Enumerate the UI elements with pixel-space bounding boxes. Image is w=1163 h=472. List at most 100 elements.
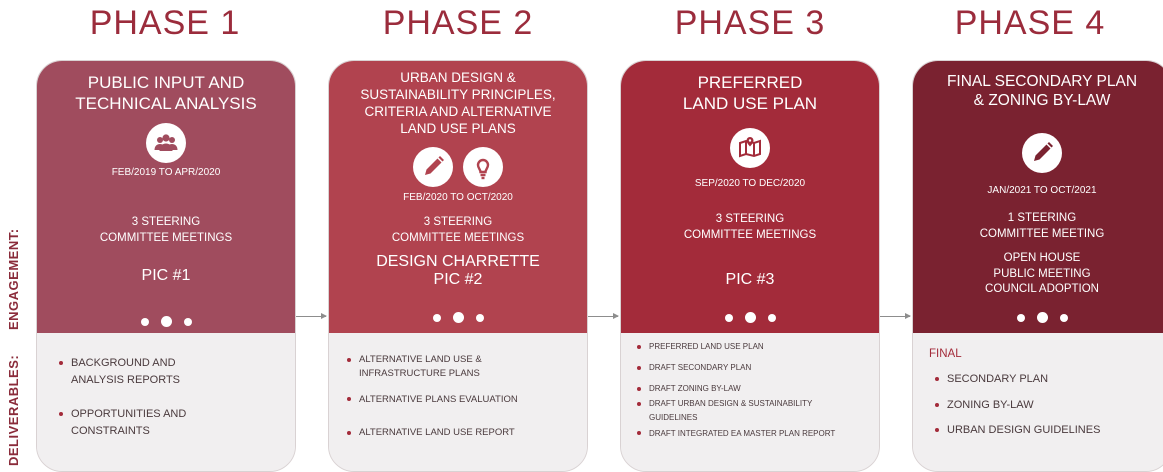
dot xyxy=(140,317,149,326)
phase-2-dots xyxy=(329,309,587,327)
meeting-line: COMMITTEE MEETINGS xyxy=(391,231,525,244)
event-line: PIC #2 xyxy=(433,271,483,289)
dot xyxy=(1059,313,1068,322)
phase-4-deliverables-heading: FINAL xyxy=(929,348,962,360)
arrow-phase-2-to-3 xyxy=(586,313,619,319)
dot xyxy=(767,313,776,322)
meeting-line: 3 STEERING xyxy=(423,216,493,228)
deliverable-item: ALTERNATIVE PLANS EVALUATION xyxy=(347,393,573,407)
phase-3-card: PREFERRED LAND USE PLAN SEP/2020 TO DEC/… xyxy=(620,60,880,472)
dot xyxy=(475,313,484,322)
phase-1-dots xyxy=(37,313,295,331)
event-line: PIC #1 xyxy=(141,267,191,284)
title-line: LAND USE PLANS xyxy=(400,120,516,136)
phase-1-meetings: 3 STEERING COMMITTEE MEETINGS xyxy=(37,215,295,246)
phase-2-meetings: 3 STEERING COMMITTEE MEETINGS xyxy=(329,215,587,246)
pencil-icon xyxy=(413,147,453,187)
title-line: & ZONING BY-LAW xyxy=(973,91,1111,109)
phase-1-engagement: PUBLIC INPUT AND TECHNICAL ANALYSIS FEB/… xyxy=(37,61,295,333)
dot xyxy=(160,316,172,328)
phase-3-deliverables-list: PREFERRED LAND USE PLAN DRAFT SECONDARY … xyxy=(637,341,869,441)
dot xyxy=(724,313,733,322)
title-line: TECHNICAL ANALYSIS xyxy=(75,93,257,113)
phase-4-dots xyxy=(913,309,1163,327)
meeting-line: COMMITTEE MEETING xyxy=(979,227,1105,240)
deliverable-item: PREFERRED LAND USE PLAN xyxy=(637,341,869,354)
phase-4-meetings: 1 STEERING COMMITTEE MEETING xyxy=(913,211,1163,242)
phase-4-card: FINAL SECONDARY PLAN & ZONING BY-LAW JAN… xyxy=(912,60,1163,472)
deliverable-item: SECONDARY PLAN xyxy=(935,371,1159,388)
event-line: COUNCIL ADOPTION xyxy=(985,283,1099,296)
phase-2-card: URBAN DESIGN & SUSTAINABILITY PRINCIPLES… xyxy=(328,60,588,472)
people-icon xyxy=(146,123,186,163)
map-icon xyxy=(730,128,770,168)
phase-2-deliverables: ALTERNATIVE LAND USE & INFRASTRUCTURE PL… xyxy=(329,333,587,471)
phase-3-meetings: 3 STEERING COMMITTEE MEETINGS xyxy=(621,212,879,243)
dot xyxy=(452,312,464,324)
deliverable-item: DRAFT ZONING BY-LAW xyxy=(637,383,869,396)
phase-3-events: PIC #3 xyxy=(621,271,879,289)
title-line: PUBLIC INPUT AND xyxy=(87,73,245,92)
phase-3-title: PHASE 3 xyxy=(674,4,826,42)
deliverable-item: DRAFT URBAN DESIGN & SUSTAINABILITY GUID… xyxy=(637,397,839,424)
phase-4-dates: JAN/2021 TO OCT/2021 xyxy=(987,185,1097,196)
deliverable-item: BACKGROUND AND ANALYSIS REPORTS xyxy=(59,355,211,388)
meeting-line: 3 STEERING xyxy=(131,216,201,228)
arrow-phase-3-to-4 xyxy=(878,313,911,319)
title-line: FINAL SECONDARY PLAN xyxy=(946,73,1138,90)
phase-4-engagement: FINAL SECONDARY PLAN & ZONING BY-LAW JAN… xyxy=(913,61,1163,333)
phase-2-title: PHASE 2 xyxy=(382,4,534,42)
phase-4-title: PHASE 4 xyxy=(954,4,1106,42)
pencil-icon xyxy=(1022,133,1062,173)
event-line: DESIGN CHARRETTE xyxy=(376,253,540,270)
deliverable-item: ALTERNATIVE LAND USE & INFRASTRUCTURE PL… xyxy=(347,353,519,381)
dot xyxy=(1036,312,1048,324)
meeting-line: COMMITTEE MEETINGS xyxy=(683,228,817,241)
title-line: SUSTAINABILITY PRINCIPLES, xyxy=(360,86,556,102)
phase-3-dots xyxy=(621,309,879,327)
event-line: PIC #3 xyxy=(725,271,775,288)
dot xyxy=(744,312,756,324)
phase-3-engagement: PREFERRED LAND USE PLAN SEP/2020 TO DEC/… xyxy=(621,61,879,333)
phase-3-dates: SEP/2020 TO DEC/2020 xyxy=(694,178,806,189)
phase-3-deliverables: PREFERRED LAND USE PLAN DRAFT SECONDARY … xyxy=(621,333,879,471)
meeting-line: COMMITTEE MEETINGS xyxy=(99,231,233,244)
phase-1-events: PIC #1 xyxy=(37,267,295,285)
deliverable-item: OPPORTUNITIES AND CONSTRAINTS xyxy=(59,406,211,439)
dot xyxy=(432,313,441,322)
meeting-line: 3 STEERING xyxy=(715,213,785,225)
phase-2-dates: FEB/2020 TO OCT/2020 xyxy=(403,192,513,203)
phase-4-deliverables: FINAL SECONDARY PLAN ZONING BY-LAW URBAN… xyxy=(913,333,1163,471)
phase-4-events: OPEN HOUSE PUBLIC MEETING COUNCIL ADOPTI… xyxy=(913,251,1163,298)
title-line: URBAN DESIGN & xyxy=(400,70,516,85)
deliverable-item: URBAN DESIGN GUIDELINES xyxy=(935,422,1159,439)
phase-1-dates: FEB/2019 TO APR/2020 xyxy=(111,167,221,178)
deliverable-item: DRAFT INTEGRATED EA MASTER PLAN REPORT xyxy=(637,427,839,441)
meeting-line: 1 STEERING xyxy=(1007,212,1077,224)
phase-2-deliverables-list: ALTERNATIVE LAND USE & INFRASTRUCTURE PL… xyxy=(347,353,573,440)
phase-1-deliverables-list: BACKGROUND AND ANALYSIS REPORTS OPPORTUN… xyxy=(59,355,275,439)
dot xyxy=(1016,313,1025,322)
phase-1-deliverables: BACKGROUND AND ANALYSIS REPORTS OPPORTUN… xyxy=(37,333,295,471)
deliverable-item: DRAFT SECONDARY PLAN xyxy=(637,362,869,375)
arrow-phase-1-to-2 xyxy=(294,313,327,319)
lightbulb-icon xyxy=(463,147,503,187)
title-line: LAND USE PLAN xyxy=(682,93,818,113)
phase-1-card: PUBLIC INPUT AND TECHNICAL ANALYSIS FEB/… xyxy=(36,60,296,472)
deliverable-item: ALTERNATIVE LAND USE REPORT xyxy=(347,426,573,440)
phase-1-title: PHASE 1 xyxy=(89,4,241,42)
phase-2-events: DESIGN CHARRETTE PIC #2 xyxy=(329,253,587,290)
phase-3-heading: PREFERRED LAND USE PLAN xyxy=(631,73,869,114)
deliverable-item: ZONING BY-LAW xyxy=(935,397,1159,414)
title-line: CRITERIA AND ALTERNATIVE xyxy=(364,103,552,119)
phase-2-engagement: URBAN DESIGN & SUSTAINABILITY PRINCIPLES… xyxy=(329,61,587,333)
event-line: OPEN HOUSE xyxy=(1003,252,1081,264)
deliverables-label: DELIVERABLES: xyxy=(6,354,21,466)
phase-1-heading: PUBLIC INPUT AND TECHNICAL ANALYSIS xyxy=(47,73,285,114)
title-line: PREFERRED xyxy=(697,73,803,92)
phase-4-deliverables-list: SECONDARY PLAN ZONING BY-LAW URBAN DESIG… xyxy=(935,371,1159,439)
engagement-label: ENGAGEMENT: xyxy=(6,228,21,330)
event-line: PUBLIC MEETING xyxy=(993,267,1091,280)
dot xyxy=(183,317,192,326)
phase-4-heading: FINAL SECONDARY PLAN & ZONING BY-LAW xyxy=(923,73,1161,111)
